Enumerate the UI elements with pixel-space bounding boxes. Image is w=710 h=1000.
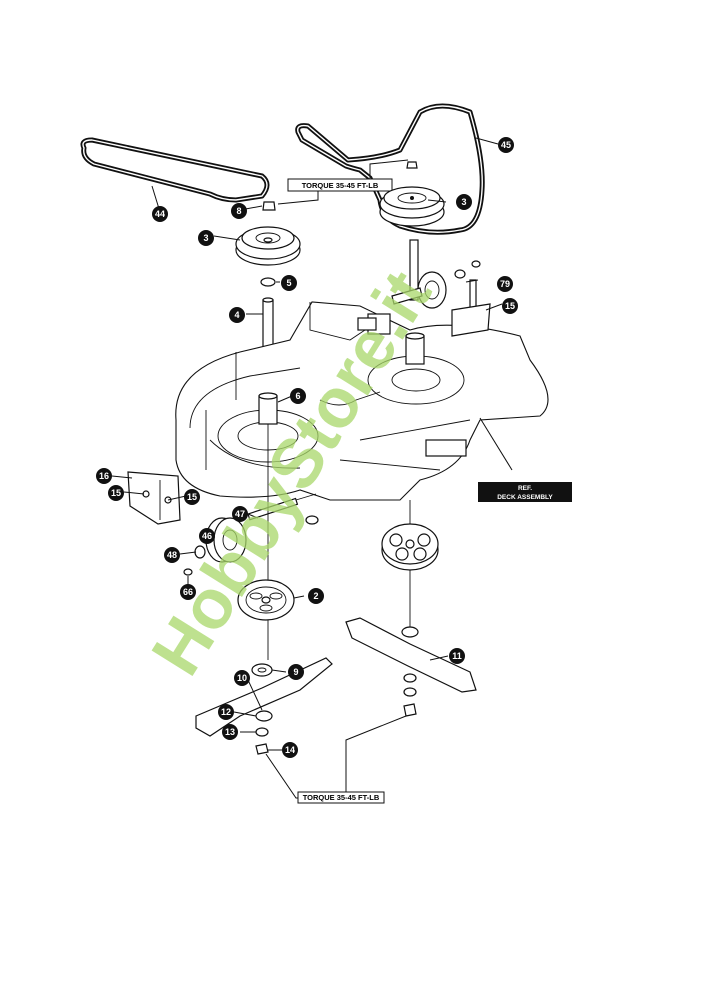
svg-text:44: 44 [155,209,165,219]
spindle-housing-right [405,239,425,365]
callout-44: 44 [152,206,168,222]
svg-text:3: 3 [203,233,208,243]
torque-label-bottom: TORQUE 35-45 FT-LB [265,715,407,804]
svg-text:2: 2 [313,591,318,601]
axle-47 [247,497,299,521]
svg-text:14: 14 [285,745,295,755]
right-pulley [379,161,445,227]
callout-66: 66 [180,584,196,600]
callout-47: 47 [232,506,248,522]
svg-text:79: 79 [500,279,510,289]
svg-text:4: 4 [234,310,239,320]
callout-12: 12 [218,704,234,720]
svg-text:15: 15 [505,301,515,311]
callout-45: 45 [498,137,514,153]
svg-text:16: 16 [99,471,109,481]
washer-5 [260,277,276,287]
spindle-4 [262,299,274,349]
svg-text:6: 6 [295,391,300,401]
svg-text:5: 5 [286,278,291,288]
blade-hardware-left [195,657,333,755]
svg-text:10: 10 [237,673,247,683]
svg-text:9: 9 [293,667,298,677]
nut-8 [262,201,276,211]
callout-48: 48 [164,547,180,563]
ref-deck-assembly-label: REF. DECK ASSEMBLY [478,417,572,502]
svg-text:TORQUE 35-45 FT-LB: TORQUE 35-45 FT-LB [303,793,380,802]
svg-text:13: 13 [225,727,235,737]
svg-text:15: 15 [111,488,121,498]
callout-5: 5 [281,275,297,291]
spindle-housing-left [258,392,278,425]
bracket-16 [127,471,181,525]
callout-3-right: 3 [456,194,472,210]
belt-45 [295,103,485,235]
callout-6: 6 [290,388,306,404]
callout-15-top: 15 [502,298,518,314]
callout-3-left: 3 [198,230,214,246]
svg-text:REF.: REF. [518,485,532,492]
callout-8: 8 [231,203,247,219]
blade-adapter-left [237,579,295,621]
callout-13: 13 [222,724,238,740]
blade-adapter-right [381,523,439,638]
callout-15-bracket: 15 [184,489,200,505]
svg-text:45: 45 [501,140,511,150]
callout-46: 46 [199,528,215,544]
idler-assembly [357,260,491,337]
callout-15-left: 15 [108,485,124,501]
callout-16: 16 [96,468,112,484]
svg-text:11: 11 [452,651,462,661]
svg-text:8: 8 [236,206,241,216]
callout-10: 10 [234,670,250,686]
callout-2: 2 [308,588,324,604]
left-pulley [235,201,301,349]
callout-14: 14 [282,742,298,758]
svg-text:15: 15 [187,492,197,502]
svg-text:66: 66 [183,587,193,597]
svg-text:12: 12 [221,707,231,717]
svg-text:47: 47 [235,509,245,519]
svg-text:46: 46 [202,531,212,541]
callout-9: 9 [288,664,304,680]
callout-leaders [111,137,503,751]
belt-44 [80,137,270,203]
svg-text:TORQUE 35-45 FT-LB: TORQUE 35-45 FT-LB [302,181,379,190]
blade-right [345,617,477,717]
svg-text:3: 3 [461,197,466,207]
washer-right [401,626,419,638]
svg-text:48: 48 [167,550,177,560]
torque-label-top: TORQUE 35-45 FT-LB [277,159,409,205]
callout-11: 11 [449,648,465,664]
svg-text:DECK ASSEMBLY: DECK ASSEMBLY [497,494,553,501]
nut-top-right [406,161,418,169]
callout-79: 79 [497,276,513,292]
callout-4: 4 [229,307,245,323]
